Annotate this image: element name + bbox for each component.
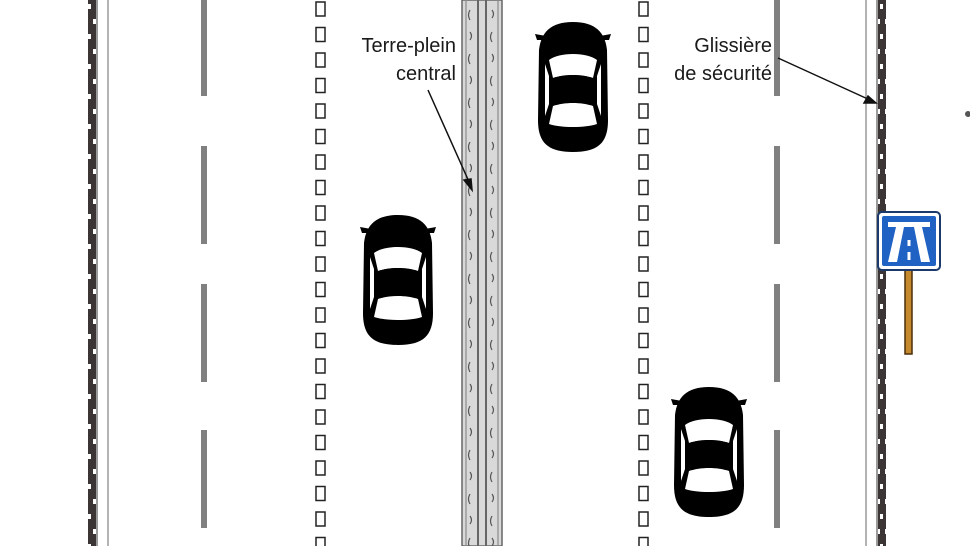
barrier-label-line2: de sécurité — [674, 63, 772, 85]
yellow-car: [data-name="yellow-car"] .body{fill:#f2d… — [535, 22, 611, 152]
barrier-label: Glissière de sécurité — [640, 32, 772, 88]
motorway-sign-icon — [888, 222, 930, 262]
barrier-callout-arrow — [777, 57, 878, 104]
median-label: Terre-plein central — [300, 32, 456, 88]
blue-car: [data-name="blue-car"] .body{fill:#6f86d… — [671, 387, 747, 517]
median-label-line2: central — [395, 63, 456, 85]
edge-marker — [965, 111, 970, 117]
motorway-sign — [877, 211, 941, 355]
left-shoulder-marking — [315, 1, 326, 546]
right-shoulder-marking — [638, 1, 649, 546]
right-safety-barrier — [878, 0, 886, 546]
barrier-label-line1: Glissière — [694, 35, 772, 57]
median-label-line1: Terre-plein — [361, 35, 456, 57]
median-callout-arrow — [427, 89, 473, 193]
left-safety-barrier — [88, 0, 96, 546]
green-car: [data-name="green-car"] .body{fill:#7fd0… — [360, 215, 436, 345]
central-median — [461, 0, 503, 546]
